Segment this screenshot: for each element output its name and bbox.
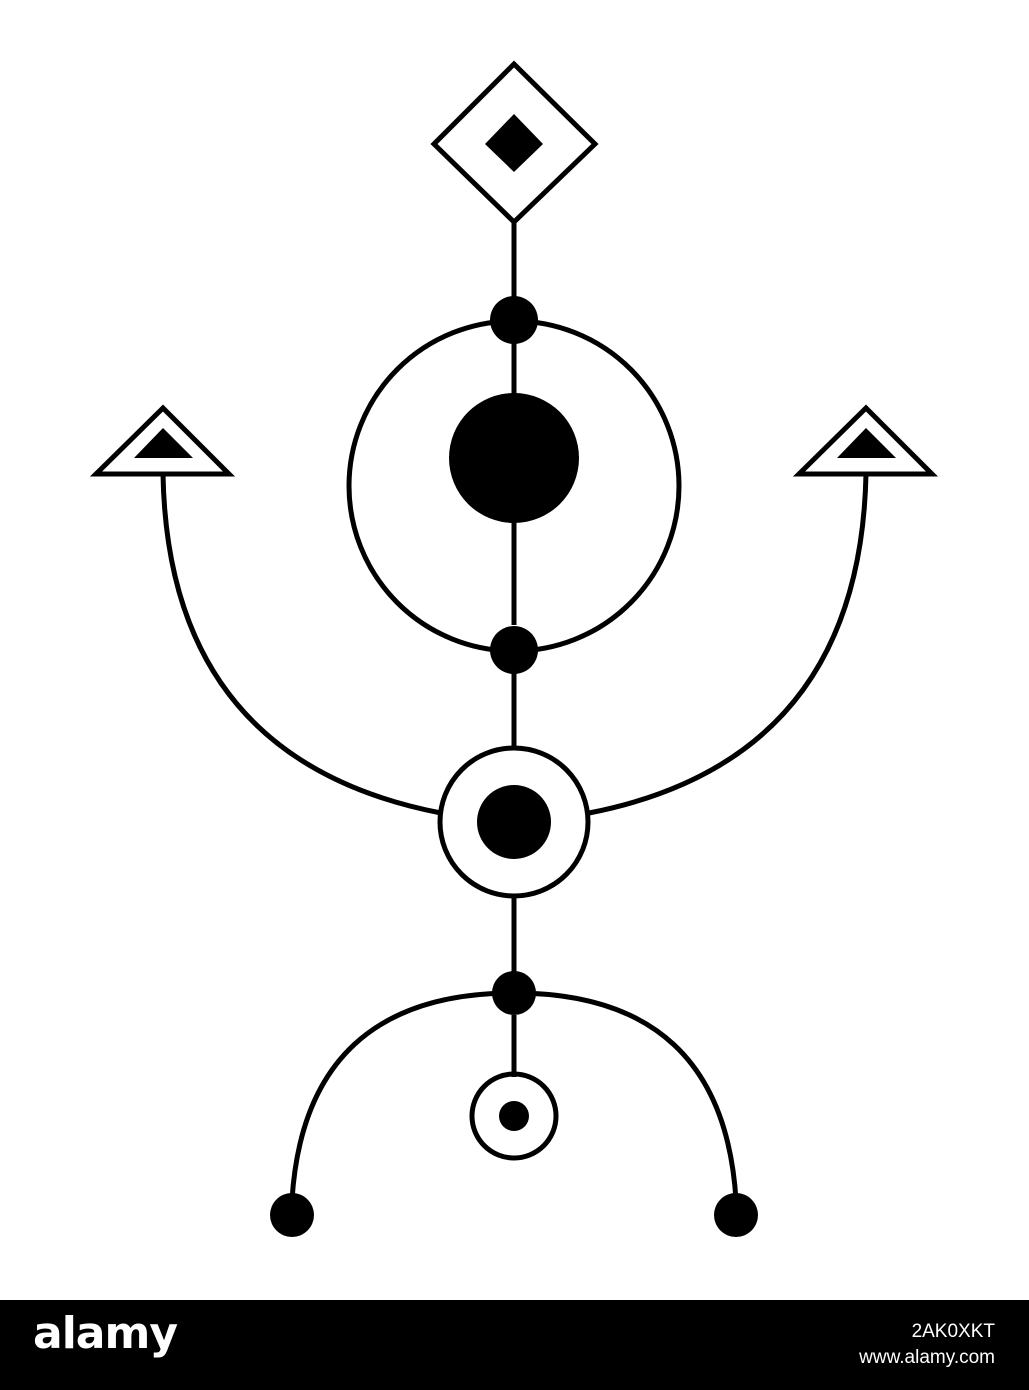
left-triangle-inner bbox=[134, 428, 193, 458]
brand-logo: alamy bbox=[33, 1308, 178, 1359]
top-diamond-inner bbox=[485, 114, 543, 172]
top-dot bbox=[490, 296, 538, 344]
mystic-symbol-illustration bbox=[89, 60, 939, 1237]
image-id-label: 2AK0XKT bbox=[911, 1321, 995, 1342]
left-arm-arc bbox=[160, 473, 442, 816]
left-triangle-outline bbox=[89, 404, 236, 477]
site-url-label: www.alamy.com bbox=[859, 1347, 995, 1368]
right-arm-arc bbox=[588, 473, 869, 816]
right-foot-dot bbox=[714, 1193, 758, 1237]
bottom-small-ring-center bbox=[499, 1101, 529, 1131]
ring-center-disc bbox=[449, 393, 579, 523]
bottom-junction-dot bbox=[492, 971, 536, 1015]
watermark-footer: alamy 2AK0XKT www.alamy.com bbox=[0, 1300, 1029, 1390]
right-triangle-inner bbox=[837, 428, 896, 458]
bottom-small-ring bbox=[469, 1071, 559, 1161]
middle-ring-center-disc bbox=[477, 785, 551, 859]
left-foot-dot bbox=[270, 1193, 314, 1237]
right-triangle-outline bbox=[792, 404, 939, 477]
lower-ring-dot bbox=[490, 626, 538, 674]
middle-ring bbox=[437, 745, 591, 899]
